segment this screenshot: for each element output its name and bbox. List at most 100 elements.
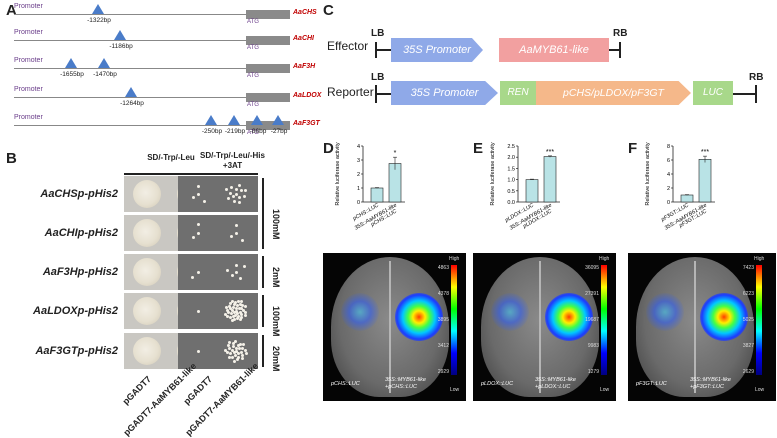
yeast-colony [196, 309, 200, 313]
gene-aamyb61: AaMYB61-like [499, 38, 609, 62]
gene-name: AaF3GT [293, 120, 320, 127]
yeast-colony [239, 310, 243, 314]
yeast-header-2b-text: +3AT [222, 161, 243, 170]
yeast-colony [243, 314, 247, 318]
leaf-right-label-line: +pLDOX::LUC [535, 384, 571, 390]
yeast-colony [233, 199, 237, 203]
scale-tick-label: 6223 [742, 291, 754, 297]
yeast-colony [235, 223, 239, 227]
yeast-colony [242, 342, 246, 346]
yeast-colony [233, 313, 237, 317]
scale-tick-label: 2629 [742, 369, 754, 375]
scale-tick-label: 5025 [742, 317, 754, 323]
ren-box: REN [500, 81, 536, 105]
rb-label: RB [749, 72, 764, 83]
yeast-colony [234, 231, 238, 235]
yeast-colony [239, 188, 243, 192]
colony-dish [133, 337, 161, 365]
yeast-x-label: pGADT7-AaMYB61-like [183, 361, 260, 438]
rb-border [755, 85, 757, 103]
y-tick-label: 6 [667, 158, 670, 164]
leaf-right-label: 35S::MYB61-like+pCHS::LUC [385, 377, 437, 391]
yeast-colony [196, 231, 200, 235]
yeast-colony [196, 270, 200, 274]
leaf-shape [481, 257, 599, 397]
yeast-colony [196, 192, 200, 196]
yeast-colony [241, 353, 245, 357]
yeast-colony [234, 307, 238, 311]
yeast-header-line-1 [124, 173, 217, 175]
yeast-colony [228, 191, 232, 195]
yeast-colony [233, 310, 237, 314]
yeast-plate-selective [178, 293, 258, 329]
scale-tick-label: 3412 [437, 343, 449, 349]
yeast-colony [192, 196, 196, 200]
yeast-colony [227, 310, 231, 314]
yeast-colony [231, 273, 235, 277]
yeast-colony [243, 311, 247, 315]
yeast-colony [234, 264, 238, 268]
gene-name: AaCHS [293, 9, 317, 16]
color-scale-bar [451, 265, 457, 375]
atg-label: ATG [247, 102, 259, 108]
yeast-colony [243, 348, 247, 352]
yeast-colony [228, 304, 232, 308]
yeast-row-label: AaF3Hp-pHis2 [42, 266, 118, 278]
yeast-colony [227, 343, 231, 347]
y-tick-label: 4 [357, 144, 360, 150]
rb-border [619, 42, 621, 58]
gene-box [246, 93, 290, 102]
yeast-colony [228, 340, 232, 344]
yeast-x-label: pGADT7 [89, 374, 154, 438]
gene-name: AaF3H [293, 63, 316, 70]
promoter-line [14, 97, 246, 98]
gene-box [246, 10, 290, 19]
atg-label: ATG [247, 73, 259, 79]
yeast-header-line-2 [178, 173, 258, 175]
leaf-left-label: pCHS::LUC [331, 381, 360, 387]
leaf-right-label-line: 35S::MYB61-like [690, 377, 731, 383]
yeast-colony [231, 315, 235, 319]
yeast-colony [237, 183, 241, 187]
promoter-label: Promoter [14, 57, 43, 64]
scale-tick-label: 27391 [585, 291, 599, 297]
yeast-plate-selective [178, 215, 258, 251]
binding-site-marker [92, 4, 104, 14]
yeast-colony [231, 344, 235, 348]
yeast-row-label: AaLDOXp-pHis2 [33, 305, 118, 317]
yeast-colony [239, 276, 243, 280]
yeast-plate-selective [178, 254, 258, 290]
color-scale-bar [756, 265, 762, 375]
scale-high-label: High [449, 256, 460, 262]
significance-label: *** [701, 149, 709, 156]
binding-site-marker [125, 87, 137, 97]
colony-dish [133, 180, 161, 208]
yeast-colony [244, 188, 248, 192]
yeast-colony [236, 352, 240, 356]
panel-label-c: C [323, 2, 334, 19]
y-tick-label: 0.5 [507, 189, 515, 195]
scale-tick-label: 3895 [437, 317, 449, 323]
yeast-colony [236, 304, 240, 308]
scale-low-label: Low [755, 387, 765, 393]
yeast-colony [234, 339, 238, 343]
y-tick-label: 8 [667, 144, 670, 150]
y-tick-label: 2.5 [507, 144, 515, 150]
yeast-colony [241, 303, 245, 307]
yeast-colony [230, 318, 234, 322]
concentration-bracket [262, 295, 264, 327]
yeast-header-1: SD/-Trp/-Leu [147, 153, 195, 162]
leaf-right-label-line: +pF3GT::LUC [690, 384, 724, 390]
y-tick-label: 4 [667, 172, 670, 178]
binding-site-marker [272, 115, 284, 125]
yeast-colony [228, 315, 232, 319]
binding-site-marker [205, 115, 217, 125]
yeast-row-label: AaCHIp-pHis2 [44, 227, 118, 239]
luminescence-spot [341, 293, 379, 331]
scale-tick-label: 9983 [587, 343, 599, 349]
yeast-colony [237, 300, 240, 304]
